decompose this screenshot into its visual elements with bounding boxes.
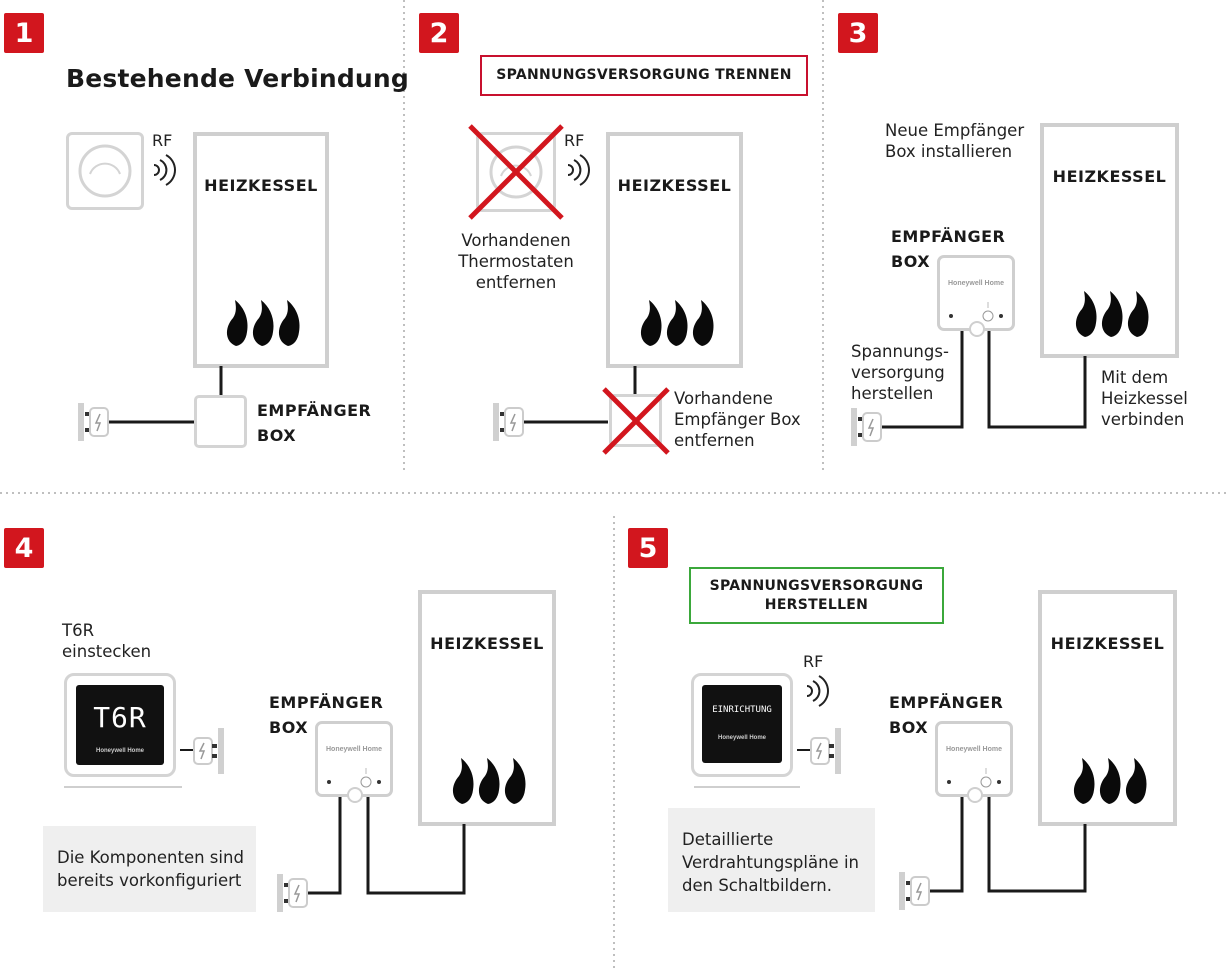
old-thermostat-icon	[66, 132, 144, 210]
rf-wave-icon	[806, 675, 829, 707]
receiver-box: Honeywell Home	[315, 721, 393, 803]
rf-wave-icon	[567, 154, 590, 186]
power-plug-icon	[78, 403, 109, 441]
brand-logo: Honeywell Home	[945, 746, 1002, 753]
power-plug-icon	[899, 872, 930, 910]
flame-icon	[226, 300, 300, 346]
rf-label: RF	[564, 131, 585, 150]
brand-logo: Honeywell Home	[947, 280, 1004, 287]
wiring-diagrams-note: Detaillierte Verdrahtungspläne in den Sc…	[668, 808, 875, 912]
boiler: HEIZKESSEL	[1040, 123, 1179, 358]
boiler: HEIZKESSEL	[1038, 590, 1177, 826]
step-badge: 1	[4, 13, 44, 53]
thermostat-stand	[64, 786, 182, 788]
t6r-thermostat: EINRICHTUNG Honeywell Home	[691, 673, 793, 777]
receiver-box: Honeywell Home	[935, 721, 1013, 803]
preconfigured-note: Die Komponenten sind bereits vorkonfigur…	[43, 826, 256, 912]
remove-thermostat-text: Vorhandenen Thermostaten entfernen	[458, 231, 574, 292]
rf-label: RF	[803, 652, 824, 671]
connect-boiler-text: Mit dem Heizkessel verbinden	[1101, 368, 1188, 429]
step-badge: 4	[4, 528, 44, 568]
flame-icon	[640, 300, 714, 346]
power-plug-icon	[851, 408, 882, 446]
receiver-box: Honeywell Home	[937, 255, 1015, 337]
old-receiver-box	[194, 395, 247, 448]
step-badge: 3	[838, 13, 878, 53]
brand-logo: Honeywell Home	[325, 746, 382, 753]
boiler-label: HEIZKESSEL	[1050, 634, 1165, 653]
power-plug-icon	[277, 874, 308, 912]
boiler: HEIZKESSEL	[606, 132, 743, 368]
disconnect-power-callout: SPANNUNGSVERSORGUNG TRENNEN	[480, 55, 808, 96]
power-plug-icon	[180, 728, 224, 774]
thermostat-stand	[694, 786, 800, 788]
wiring	[108, 366, 223, 424]
step-badge: 2	[419, 13, 459, 53]
boiler-label: HEIZKESSEL	[430, 634, 544, 653]
step-title: Bestehende Verbindung	[66, 64, 410, 93]
remove-cross-icon	[602, 387, 670, 455]
flame-icon	[452, 758, 526, 804]
power-plug-icon	[493, 403, 524, 441]
boiler-label: HEIZKESSEL	[617, 176, 732, 195]
rf-label: RF	[152, 131, 173, 150]
boiler: HEIZKESSEL	[418, 590, 556, 826]
boiler: HEIZKESSEL	[193, 132, 329, 368]
boiler-label: HEIZKESSEL	[204, 176, 318, 195]
flame-icon	[1073, 758, 1147, 804]
boiler-label: HEIZKESSEL	[1052, 167, 1167, 186]
restore-power-callout: SPANNUNGSVERSORGUNG HERSTELLEN	[689, 567, 944, 624]
remove-cross-icon	[468, 124, 564, 220]
rf-wave-icon	[153, 154, 176, 186]
power-plug-icon	[797, 728, 841, 774]
step-badge: 5	[628, 528, 668, 568]
power-supply-text: Spannungs- versorgung herstellen	[851, 342, 949, 403]
t6r-thermostat: T6R Honeywell Home	[64, 673, 176, 777]
t6r-screen: T6R Honeywell Home	[76, 685, 164, 765]
wiring	[522, 366, 637, 424]
wiring	[303, 795, 466, 895]
flame-icon	[1075, 291, 1149, 337]
remove-receiver-text: Vorhandene Empfänger Box entfernen	[674, 389, 801, 450]
wiring	[877, 330, 1087, 429]
plug-in-text: T6R einstecken	[62, 621, 152, 661]
t6r-screen: EINRICHTUNG Honeywell Home	[702, 685, 782, 763]
install-text: Neue Empfänger Box installieren	[885, 121, 1025, 161]
